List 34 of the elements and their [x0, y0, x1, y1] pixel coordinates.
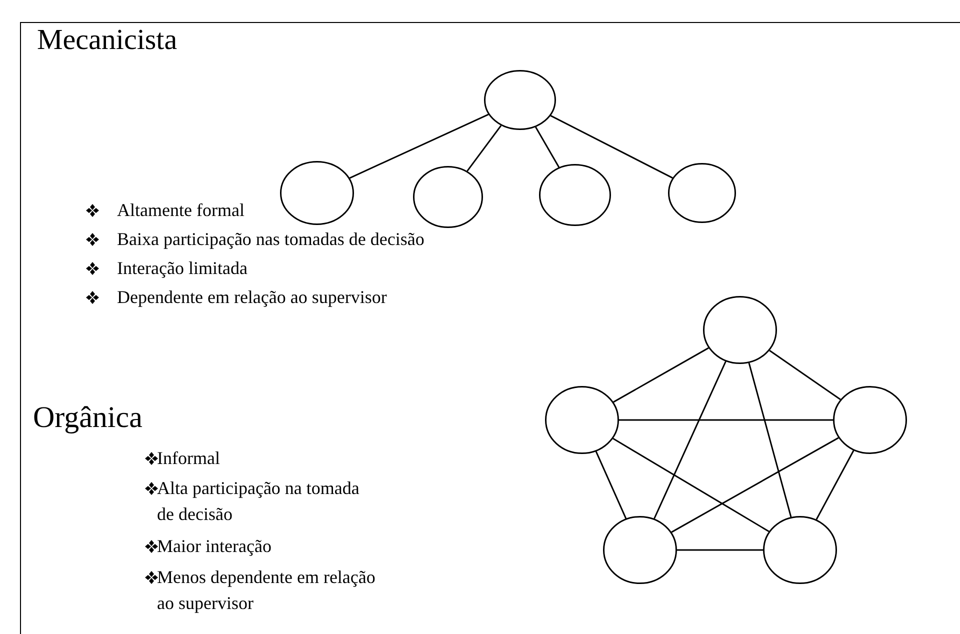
- connector-line: [769, 350, 841, 400]
- circle-node: [413, 166, 483, 228]
- circle-node: [668, 163, 736, 223]
- list-item: Interação limitada: [117, 257, 248, 280]
- connector-line: [535, 126, 560, 168]
- connector-line: [677, 549, 763, 551]
- connector-line: [595, 451, 627, 519]
- list-item: Informal: [157, 447, 221, 470]
- section-heading: Orgânica: [33, 400, 144, 436]
- circle-node: [280, 161, 354, 225]
- circle-node: [603, 516, 677, 584]
- connector-line: [654, 361, 726, 519]
- circle-node: [539, 164, 611, 226]
- list-item: Maior interação: [157, 535, 272, 558]
- list-item: Menos dependente em relação ao supervisor: [157, 566, 376, 616]
- connector-line: [619, 419, 833, 421]
- section-heading: Mecanicista: [37, 23, 178, 58]
- connector-line: [748, 362, 792, 518]
- connector-line: [816, 450, 854, 520]
- list-item: Dependente em relação ao supervisor: [117, 286, 388, 309]
- connector-line: [349, 114, 489, 179]
- list-item: Alta participação na tomada de decisão: [157, 477, 360, 526]
- connector-line: [671, 437, 839, 533]
- connector-line: [613, 347, 709, 403]
- circle-node: [833, 386, 907, 454]
- circle-node: [484, 70, 556, 130]
- circle-node: [763, 516, 837, 584]
- list-item: Altamente formal: [117, 199, 246, 222]
- circle-node: [703, 296, 777, 364]
- circle-node: [545, 386, 619, 454]
- connector-line: [550, 115, 673, 179]
- list-item: Baixa participação nas tomadas de decisão: [117, 228, 426, 251]
- connector-line: [612, 438, 770, 532]
- connector-line: [466, 125, 502, 172]
